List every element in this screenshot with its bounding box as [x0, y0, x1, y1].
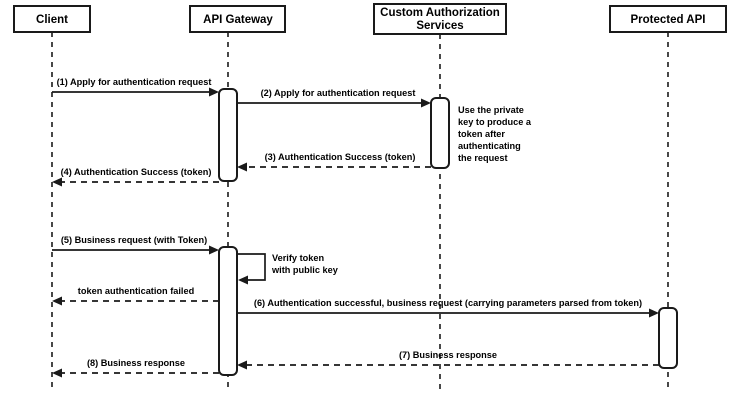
- message-token-authentication-failed[interactable]: token authentication failed: [52, 286, 219, 306]
- participant-label-custom-auth-line2: Services: [416, 20, 463, 32]
- message-self-verify-label-line-2: with public key: [271, 265, 339, 275]
- note-private-key-line-5: the request: [458, 153, 508, 163]
- activation-auth-service: [430, 97, 450, 169]
- note-private-key: Use the private key to produce a token a…: [458, 105, 532, 163]
- note-private-key-line-3: token after: [458, 129, 505, 139]
- participant-protected-api[interactable]: Protected API: [609, 5, 727, 33]
- participant-custom-auth[interactable]: Custom Authorization Services: [373, 3, 507, 35]
- message-2-label: (2) Apply for authentication request: [261, 88, 416, 98]
- message-4[interactable]: (4) Authentication Success (token): [52, 167, 219, 187]
- note-private-key-line-4: authenticating: [458, 141, 521, 151]
- message-1[interactable]: (1) Apply for authentication request: [52, 77, 219, 97]
- message-6[interactable]: (6) Authentication successful, business …: [237, 298, 659, 318]
- message-5[interactable]: (5) Business request (with Token): [52, 235, 219, 255]
- participant-label-api-gateway: API Gateway: [203, 14, 273, 26]
- message-8-label: (8) Business response: [87, 358, 185, 368]
- participant-label-custom-auth-line1: Custom Authorization: [380, 7, 500, 19]
- message-self-verify-label-line-1: Verify token: [272, 253, 324, 263]
- message-5-label: (5) Business request (with Token): [61, 235, 207, 245]
- message-7-label: (7) Business response: [399, 350, 497, 360]
- activation-gateway-business: [218, 246, 238, 376]
- participant-client[interactable]: Client: [13, 5, 91, 33]
- message-self-verify-token[interactable]: Verify token with public key: [237, 253, 339, 285]
- activation-gateway-auth: [218, 88, 238, 182]
- message-1-label: (1) Apply for authentication request: [57, 77, 212, 87]
- note-private-key-line-1: Use the private: [458, 105, 524, 115]
- message-7[interactable]: (7) Business response: [237, 350, 659, 370]
- message-3-label: (3) Authentication Success (token): [265, 152, 416, 162]
- message-2[interactable]: (2) Apply for authentication request: [237, 88, 431, 108]
- activation-protected-api: [658, 307, 678, 369]
- message-token-authentication-failed-label: token authentication failed: [78, 286, 194, 296]
- participant-label-protected-api: Protected API: [631, 14, 706, 26]
- participant-label-client: Client: [36, 14, 68, 26]
- message-4-label: (4) Authentication Success (token): [61, 167, 212, 177]
- message-6-label: (6) Authentication successful, business …: [254, 298, 642, 308]
- note-private-key-line-2: key to produce a: [458, 117, 532, 127]
- participant-api-gateway[interactable]: API Gateway: [189, 5, 286, 33]
- message-8[interactable]: (8) Business response: [52, 358, 219, 378]
- message-3[interactable]: (3) Authentication Success (token): [237, 152, 431, 172]
